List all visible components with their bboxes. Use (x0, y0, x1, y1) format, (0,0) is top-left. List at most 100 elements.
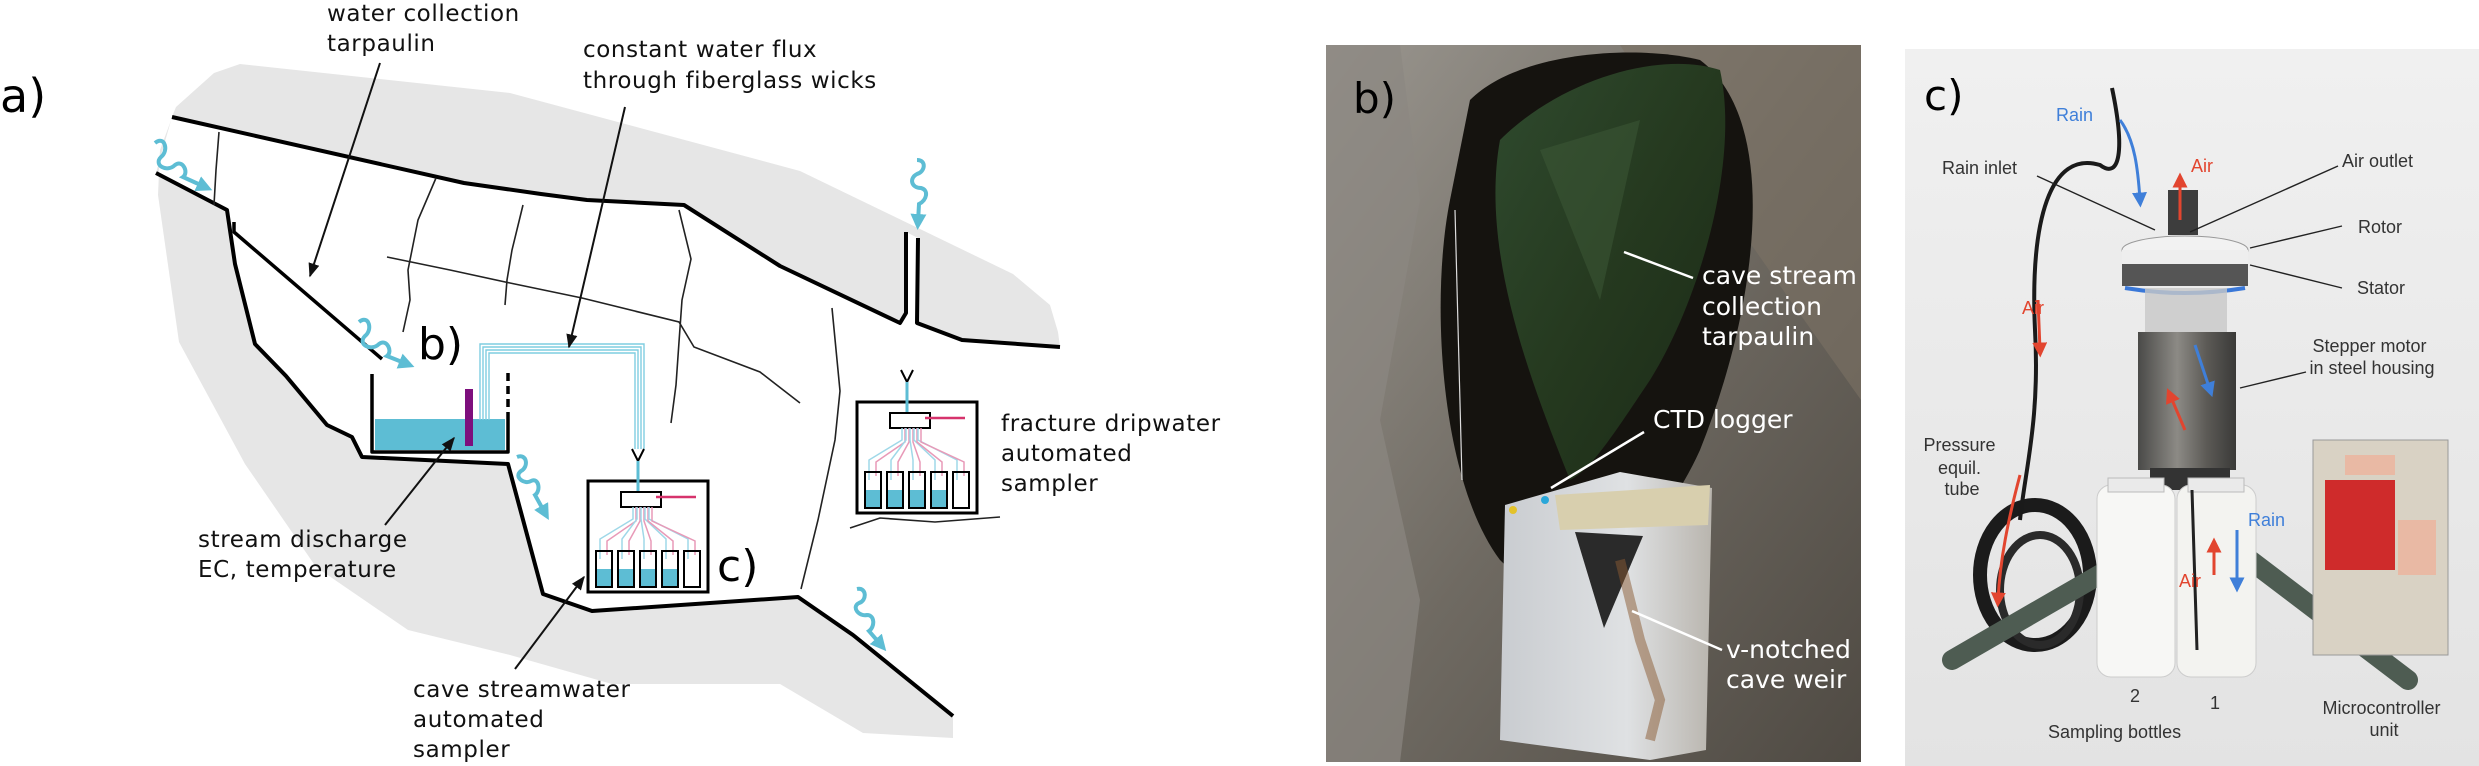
sample-bottle (661, 550, 679, 588)
panel-a-cave-diagram: a) b) c) (0, 1, 1220, 763)
tube-section (2145, 288, 2227, 334)
wavy-arrow-icon (357, 317, 415, 369)
distributor (889, 412, 931, 429)
rust-stain (1615, 558, 1666, 742)
fracture-automated-sampler (855, 369, 979, 515)
sample-bottle (639, 550, 657, 588)
wick-leader-arrow (566, 106, 626, 349)
water-line (621, 507, 638, 559)
wavy-arrow-icon (853, 586, 887, 652)
panel-a-sub-label-c: c) (717, 541, 758, 592)
water-inflow-arrows (153, 138, 928, 652)
fractures (213, 131, 1001, 590)
air-left-label: Air (2022, 298, 2044, 318)
water-line (913, 428, 936, 480)
flow-arrows (1990, 119, 2245, 608)
rain-bottle-label: Rain (2248, 510, 2285, 530)
rain-flow-arrow-icon (2193, 344, 2215, 398)
sample-bottle (683, 550, 701, 588)
rain-inlet-leader-line (2036, 175, 2156, 231)
weir-leader-line (1631, 609, 1723, 652)
air-flow-arrow-icon (2166, 388, 2187, 431)
stator-leader-line (2249, 264, 2343, 289)
air-line (643, 507, 652, 555)
rain-flow-arrow-icon (2118, 119, 2147, 208)
tarpaulin-label: water collection tarpaulin (327, 1, 528, 57)
bottle-water (662, 569, 678, 587)
tarpaulin-line (232, 222, 384, 361)
air-flow-arrow-icon (2032, 299, 2048, 358)
panel-c-label: c) (1924, 71, 1963, 120)
bottle-water (640, 569, 656, 587)
air-line (606, 507, 637, 555)
rain-inlet-label: Rain inlet (1942, 158, 2017, 178)
water-line (644, 507, 667, 559)
bottle-water (618, 569, 634, 587)
tripod-leg (1942, 550, 2135, 670)
wavy-arrow-icon (516, 454, 549, 520)
air-line (628, 507, 641, 555)
bottle-1-label: 1 (2210, 693, 2220, 713)
air-line (916, 428, 943, 476)
stream-sampler-leader-arrow (514, 575, 585, 670)
rock-top-band (172, 64, 1060, 347)
wavy-arrow-icon (153, 138, 213, 191)
rock-highlight (1326, 45, 1420, 762)
water-line (890, 428, 907, 480)
air-line (920, 428, 965, 476)
stepper-motor-leader-line (2239, 371, 2307, 389)
microcontroller-label: Microcontroller unit (2322, 698, 2445, 740)
ctd-logger-label: CTD logger (1653, 405, 1793, 434)
bottle-water (865, 490, 881, 508)
bottle-water (931, 490, 947, 508)
sample-bottle (952, 471, 970, 509)
stream-sampler-label: cave streamwater automated sampler (413, 677, 638, 763)
stepper-motor-label: Stepper motor in steel housing (2309, 336, 2434, 378)
fracture-line (386, 256, 801, 404)
sample-bottle (908, 471, 926, 509)
stream-leader-arrow (384, 436, 455, 526)
rotor-leader-line (2249, 225, 2343, 249)
sampling-bottles-label: Sampling bottles (2048, 722, 2181, 742)
sample-bottle (930, 471, 948, 509)
sample-bottle (886, 471, 904, 509)
air-outlet-label: Air outlet (2342, 151, 2413, 171)
stator (2122, 264, 2248, 286)
fracture-line (402, 177, 437, 333)
bottle-inlet-tube (2190, 489, 2199, 651)
weir-inlet-screen (1555, 485, 1710, 530)
ctd-leader-line (1550, 430, 1645, 490)
tarpaulin-leader-line (1623, 250, 1694, 280)
tarpaulin-sheen (1540, 120, 1640, 300)
bottle-water (909, 490, 925, 508)
wick-label: constant water flux through fiberglass w… (583, 37, 877, 94)
rotor-label: Rotor (2358, 217, 2402, 237)
stator-label: Stator (2357, 278, 2405, 298)
water-line (868, 428, 903, 480)
rotor-body (2122, 250, 2248, 264)
air-top-label: Air (2191, 156, 2213, 176)
v-notch (1575, 532, 1643, 628)
sample-bottle (864, 471, 882, 509)
fracture-line (849, 516, 1001, 529)
fiberglass-wicks (479, 343, 645, 449)
air-outlet-leader-line (2189, 165, 2339, 233)
ctd-logger (1541, 496, 1549, 504)
fracture-line (213, 131, 220, 206)
tarpaulin-label: cave stream collection tarpaulin (1702, 261, 1865, 351)
funnel-icon (900, 369, 914, 385)
air-bottle-label: Air (2179, 571, 2201, 591)
sample-bottle (595, 550, 613, 588)
weir-label: v-notched cave weir (1726, 635, 1859, 694)
panel-a-label: a) (0, 69, 46, 123)
wick-line (482, 346, 642, 449)
air-line (897, 428, 910, 476)
cave-wall-floor-line (155, 171, 955, 718)
panel-b-label: b) (1353, 74, 1396, 123)
pressure-tube-label: Pressure equil. tube (1923, 435, 2000, 499)
water-line (599, 507, 634, 559)
wick-line (488, 352, 636, 449)
water-line (640, 507, 645, 559)
fracture-line (504, 204, 524, 306)
bottle-water (887, 490, 903, 508)
